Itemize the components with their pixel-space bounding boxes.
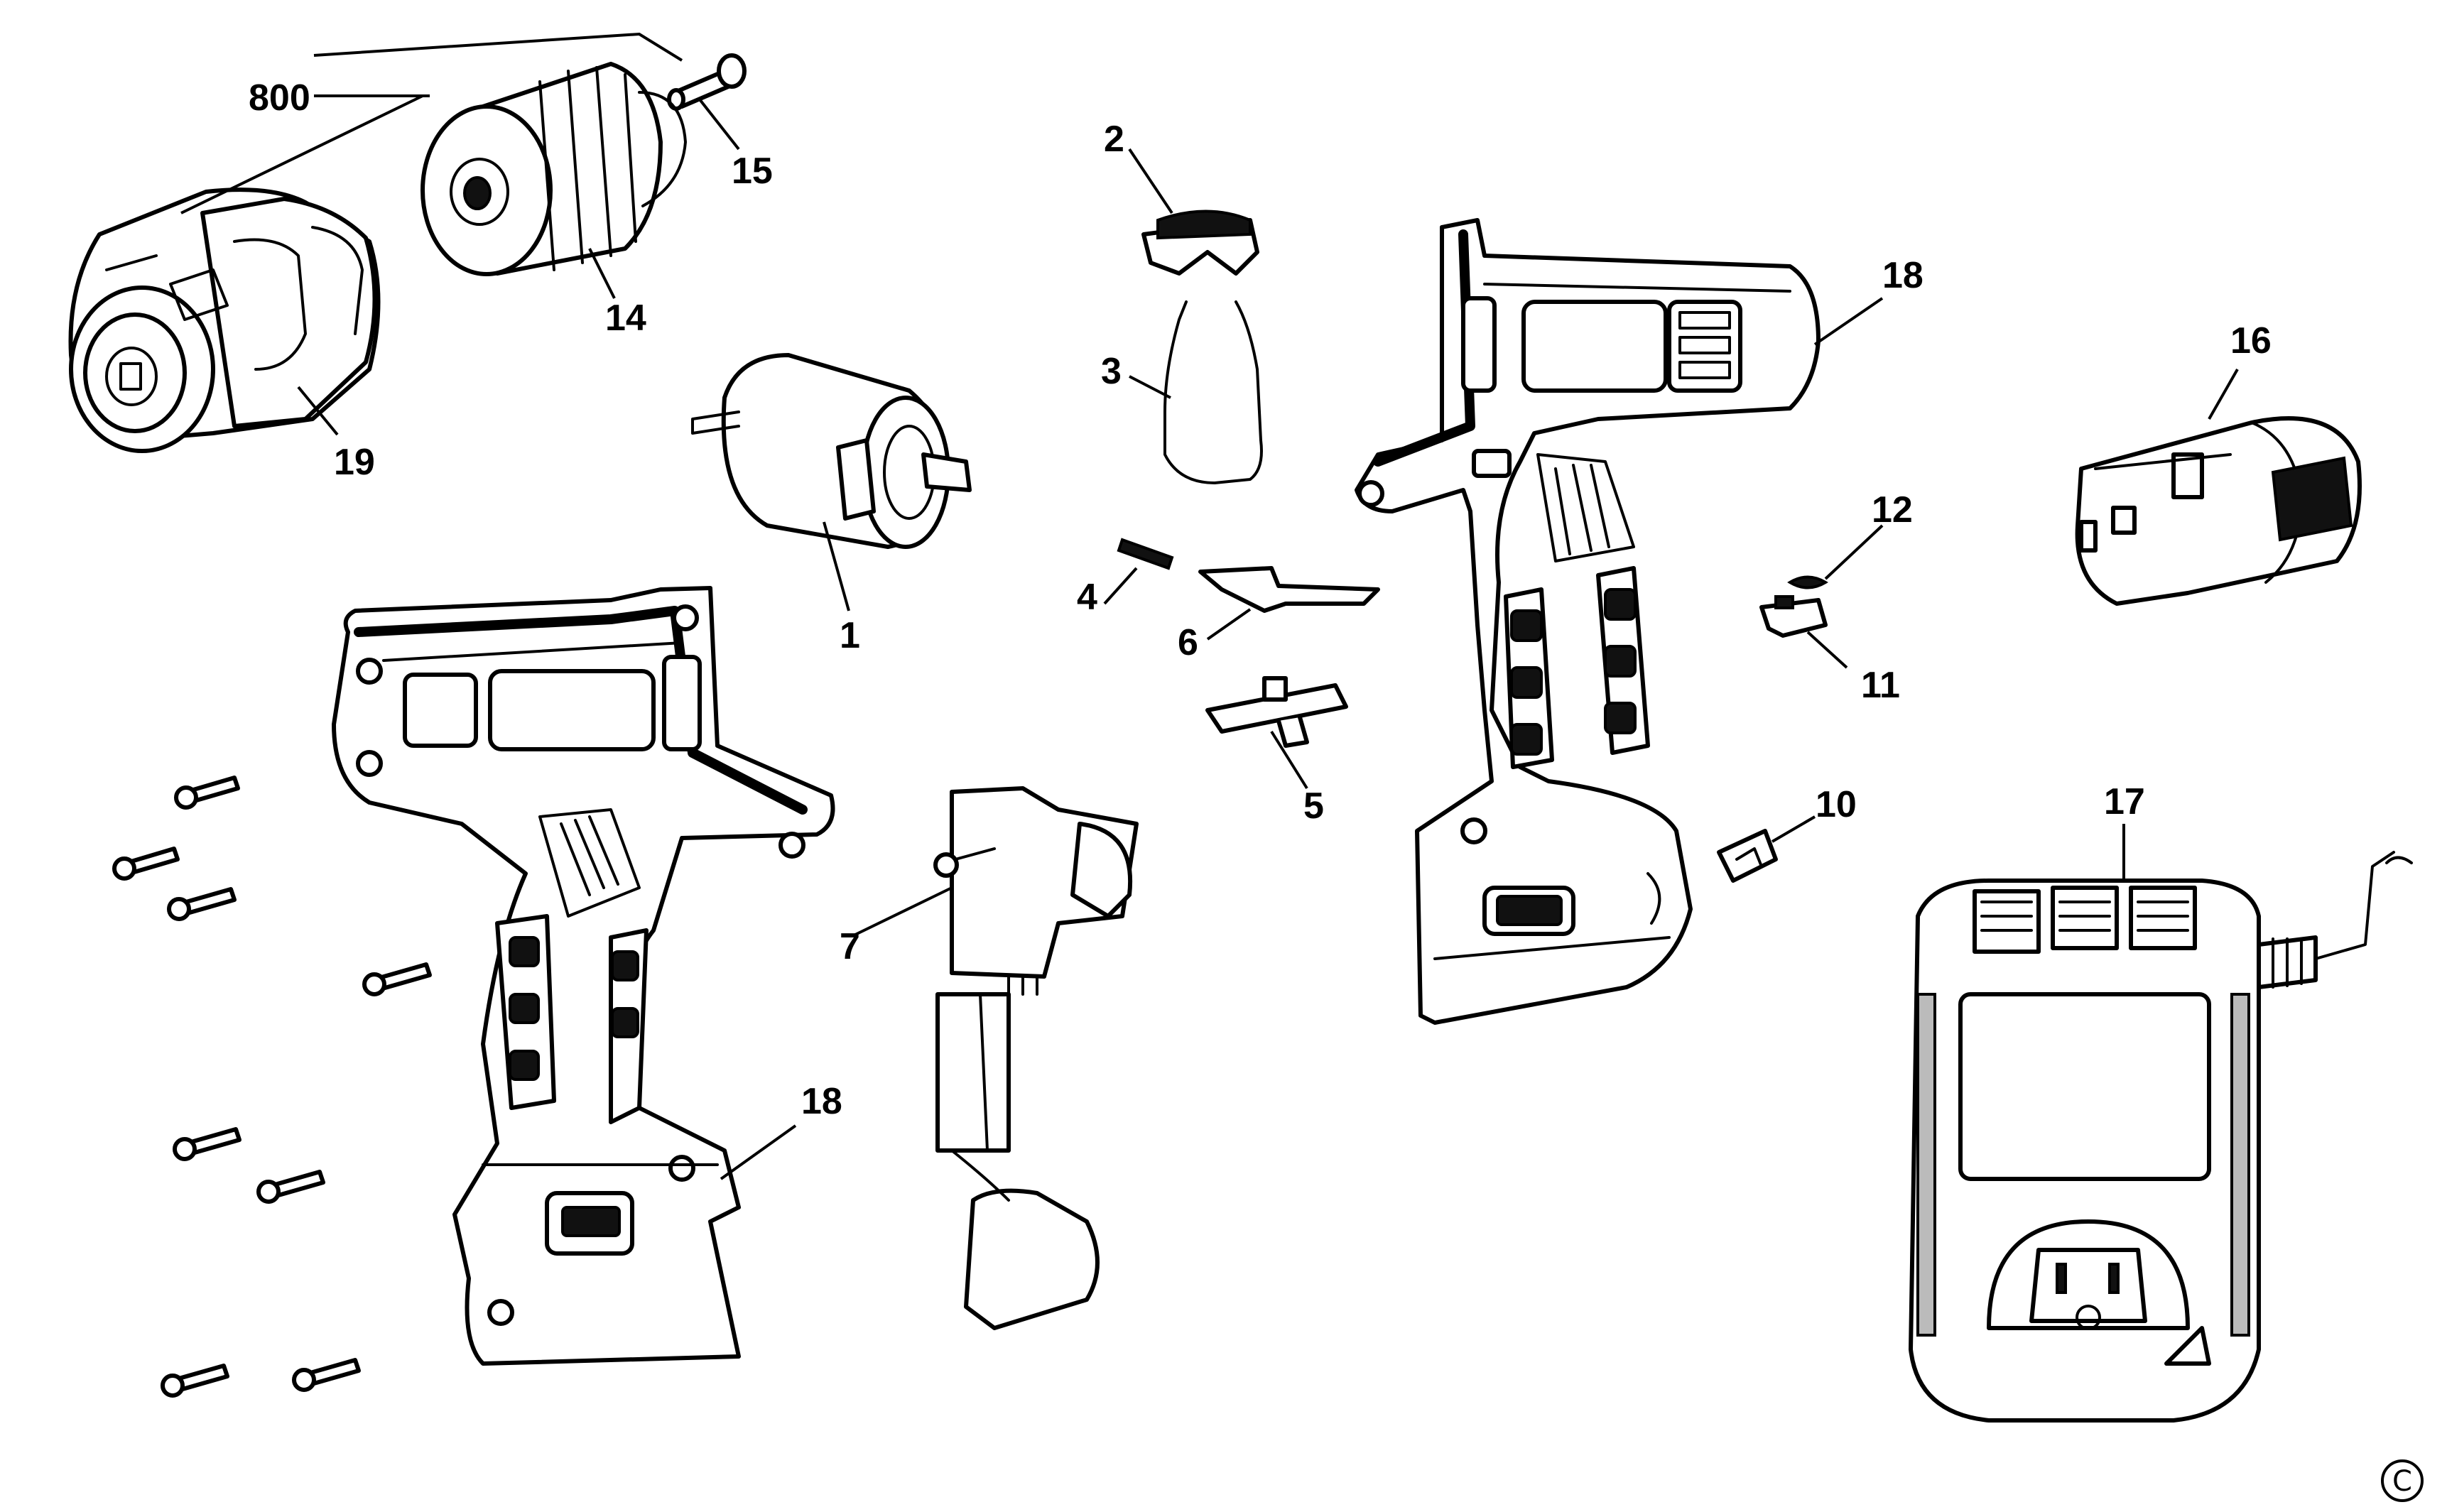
label-12: 12 (1872, 489, 1913, 531)
leader-800 (180, 32, 683, 214)
battery-16 (2075, 416, 2362, 606)
label-14: 14 (605, 298, 646, 339)
gearbox-assembly-19 (68, 187, 381, 453)
motor-1 (691, 353, 972, 549)
label-3: 3 (1101, 351, 1122, 392)
copyright-mark: C (2381, 1459, 2424, 1502)
label-1: 1 (840, 615, 860, 656)
screw (173, 1127, 242, 1161)
selector-plate-6 (1198, 566, 1380, 613)
housing-screws (112, 776, 432, 1398)
screw (112, 847, 180, 881)
direction-slider-5 (1205, 676, 1348, 748)
spring-12 (1787, 575, 1828, 589)
label-800: 800 (249, 77, 310, 119)
label-7: 7 (840, 926, 860, 967)
screw (362, 962, 432, 996)
label-11: 11 (1861, 665, 1900, 706)
label-5: 5 (1303, 785, 1324, 827)
spring-4 (1117, 538, 1174, 570)
label-10: 10 (1816, 784, 1857, 825)
screw (174, 776, 240, 810)
housing-half-left-18 (332, 586, 835, 1366)
switch-button-2 (1141, 210, 1259, 276)
screw (256, 1170, 325, 1204)
screw (292, 1358, 361, 1392)
label-19: 19 (334, 442, 375, 483)
label-18a: 18 (801, 1081, 842, 1122)
switch-assembly-7 (933, 786, 1139, 1330)
copyright-letter: C (2392, 1465, 2412, 1498)
charger-17 (1909, 851, 2413, 1423)
chuck-14 (421, 62, 687, 276)
screw (167, 887, 237, 921)
housing-half-right-18 (1355, 218, 1821, 1025)
screw (161, 1364, 229, 1398)
label-16: 16 (2230, 320, 2272, 361)
clip-10 (1717, 829, 1778, 883)
label-18b: 18 (1882, 255, 1924, 296)
lock-part-11 (1759, 595, 1828, 638)
label-15: 15 (732, 151, 773, 192)
label-6: 6 (1178, 622, 1198, 663)
spring-clip-3 (1163, 300, 1263, 484)
label-17: 17 (2104, 781, 2145, 822)
label-2: 2 (1104, 119, 1124, 160)
label-4: 4 (1077, 577, 1097, 618)
